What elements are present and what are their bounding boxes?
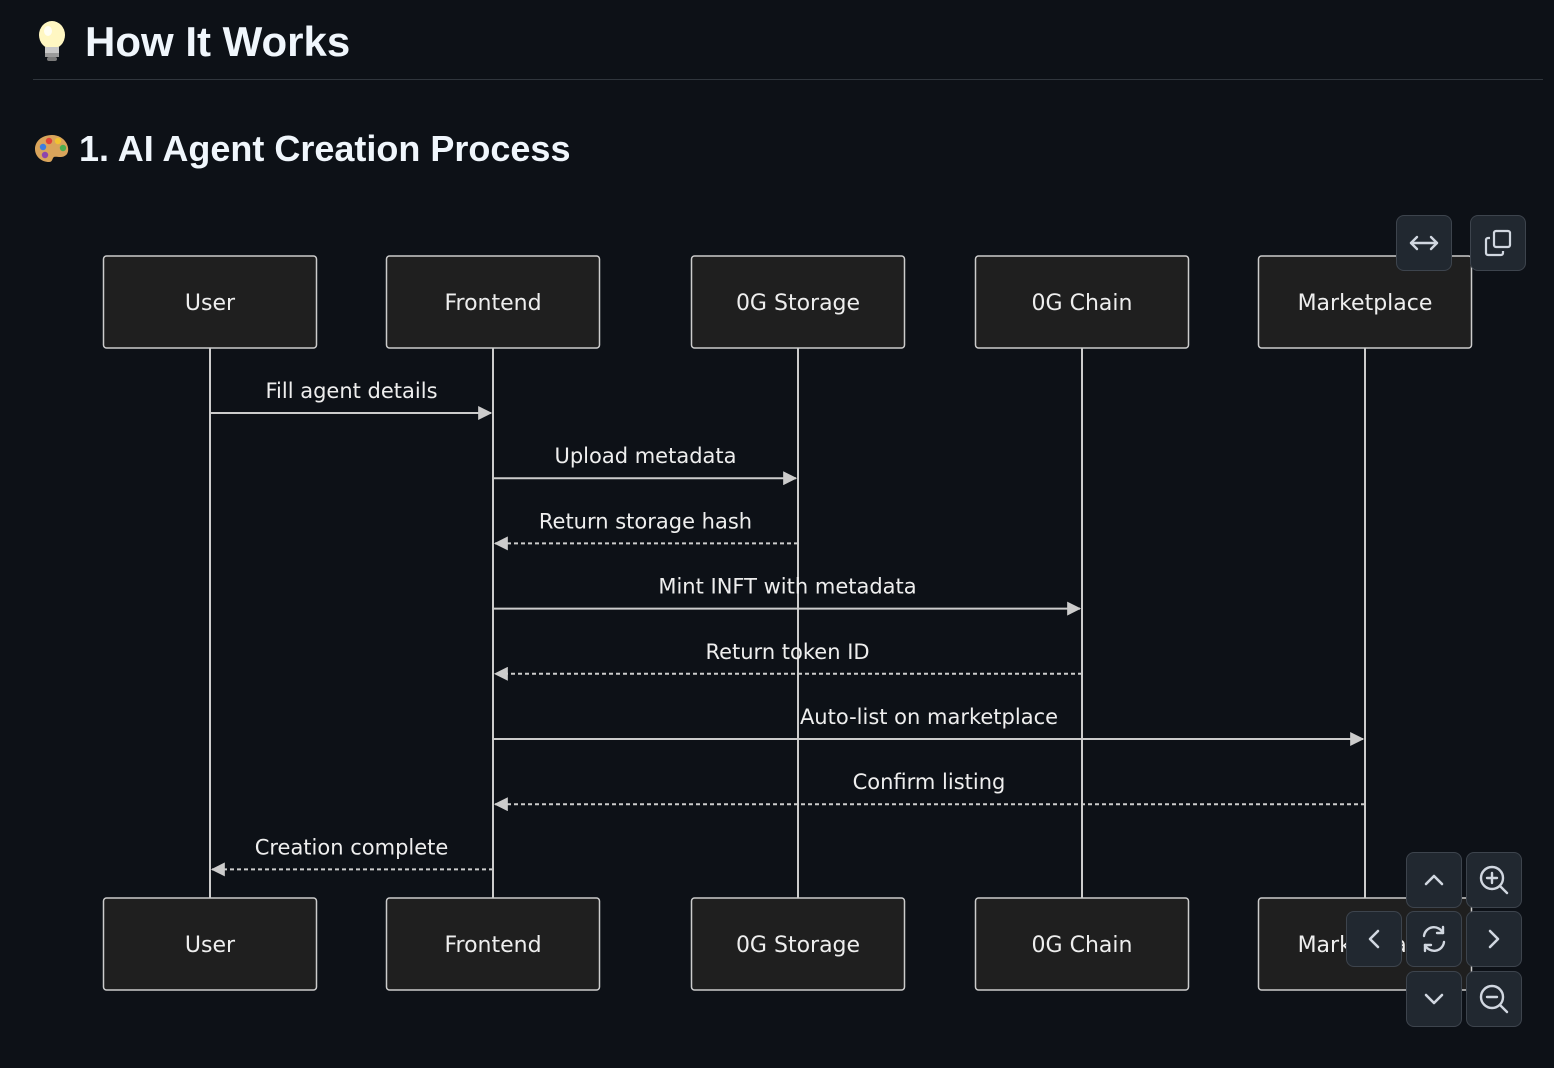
participant-box — [385, 897, 601, 991]
message-label-1: Upload metadata — [554, 444, 736, 468]
participant-box — [102, 897, 318, 991]
participant-label: 0G Storage — [736, 933, 860, 958]
reset-icon — [1419, 924, 1449, 954]
participant-label: Frontend — [444, 933, 541, 958]
participant-box — [974, 255, 1190, 349]
participant-box — [690, 897, 906, 991]
message-label-2: Return storage hash — [539, 509, 752, 533]
message-label-6: Confirm listing — [853, 770, 1006, 794]
participant-box — [1257, 255, 1473, 349]
participant-bottom-1: Frontend — [385, 897, 601, 991]
participant-label: User — [185, 933, 236, 958]
pan-down-button[interactable] — [1406, 971, 1462, 1027]
participant-top-4: Marketplace — [1257, 255, 1473, 349]
zoom-in-icon — [1478, 864, 1510, 896]
chevron-up-icon — [1423, 873, 1445, 887]
participant-box — [690, 255, 906, 349]
message-label-0: Fill agent details — [265, 379, 437, 403]
palette-icon — [33, 129, 71, 169]
expand-horizontal-icon — [1408, 233, 1440, 253]
participant-top-0: User — [102, 255, 318, 349]
participant-top-2: 0G Storage — [690, 255, 906, 349]
page-title: How It Works — [85, 17, 351, 65]
participant-top-3: 0G Chain — [974, 255, 1190, 349]
message-label-7: Creation complete — [255, 835, 449, 859]
participant-box — [974, 897, 1190, 991]
chevron-down-icon — [1423, 992, 1445, 1006]
participant-label: 0G Chain — [1032, 933, 1133, 958]
page-heading: How It Works — [33, 14, 1543, 80]
pan-left-button[interactable] — [1346, 911, 1402, 967]
message-label-4: Return token ID — [705, 640, 869, 664]
participant-bottom-0: User — [102, 897, 318, 991]
pan-up-button[interactable] — [1406, 852, 1462, 908]
participant-bottom-3: 0G Chain — [974, 897, 1190, 991]
participant-label: 0G Storage — [736, 291, 860, 316]
message-label-3: Mint INFT with metadata — [658, 575, 916, 599]
participant-box — [102, 255, 318, 349]
fullscreen-button[interactable] — [1396, 215, 1452, 271]
participant-label: 0G Chain — [1032, 291, 1133, 316]
section-heading: 1. AI Agent Creation Process — [33, 122, 570, 176]
participant-label: Marketplace — [1298, 291, 1433, 316]
copy-icon — [1483, 228, 1513, 258]
participant-label: Frontend — [444, 291, 541, 316]
participant-bottom-2: 0G Storage — [690, 897, 906, 991]
zoom-out-icon — [1478, 983, 1510, 1015]
message-label-5: Auto-list on marketplace — [800, 705, 1058, 729]
participant-label: User — [185, 291, 236, 316]
section-title: 1. AI Agent Creation Process — [79, 128, 571, 169]
copy-button[interactable] — [1470, 215, 1526, 271]
zoom-out-button[interactable] — [1466, 971, 1522, 1027]
participant-top-1: Frontend — [385, 255, 601, 349]
chevron-right-icon — [1487, 928, 1501, 950]
participant-box — [385, 255, 601, 349]
zoom-in-button[interactable] — [1466, 852, 1522, 908]
reset-view-button[interactable] — [1406, 911, 1462, 967]
lightbulb-icon — [33, 20, 71, 64]
pan-right-button[interactable] — [1466, 911, 1522, 967]
chevron-left-icon — [1367, 928, 1381, 950]
